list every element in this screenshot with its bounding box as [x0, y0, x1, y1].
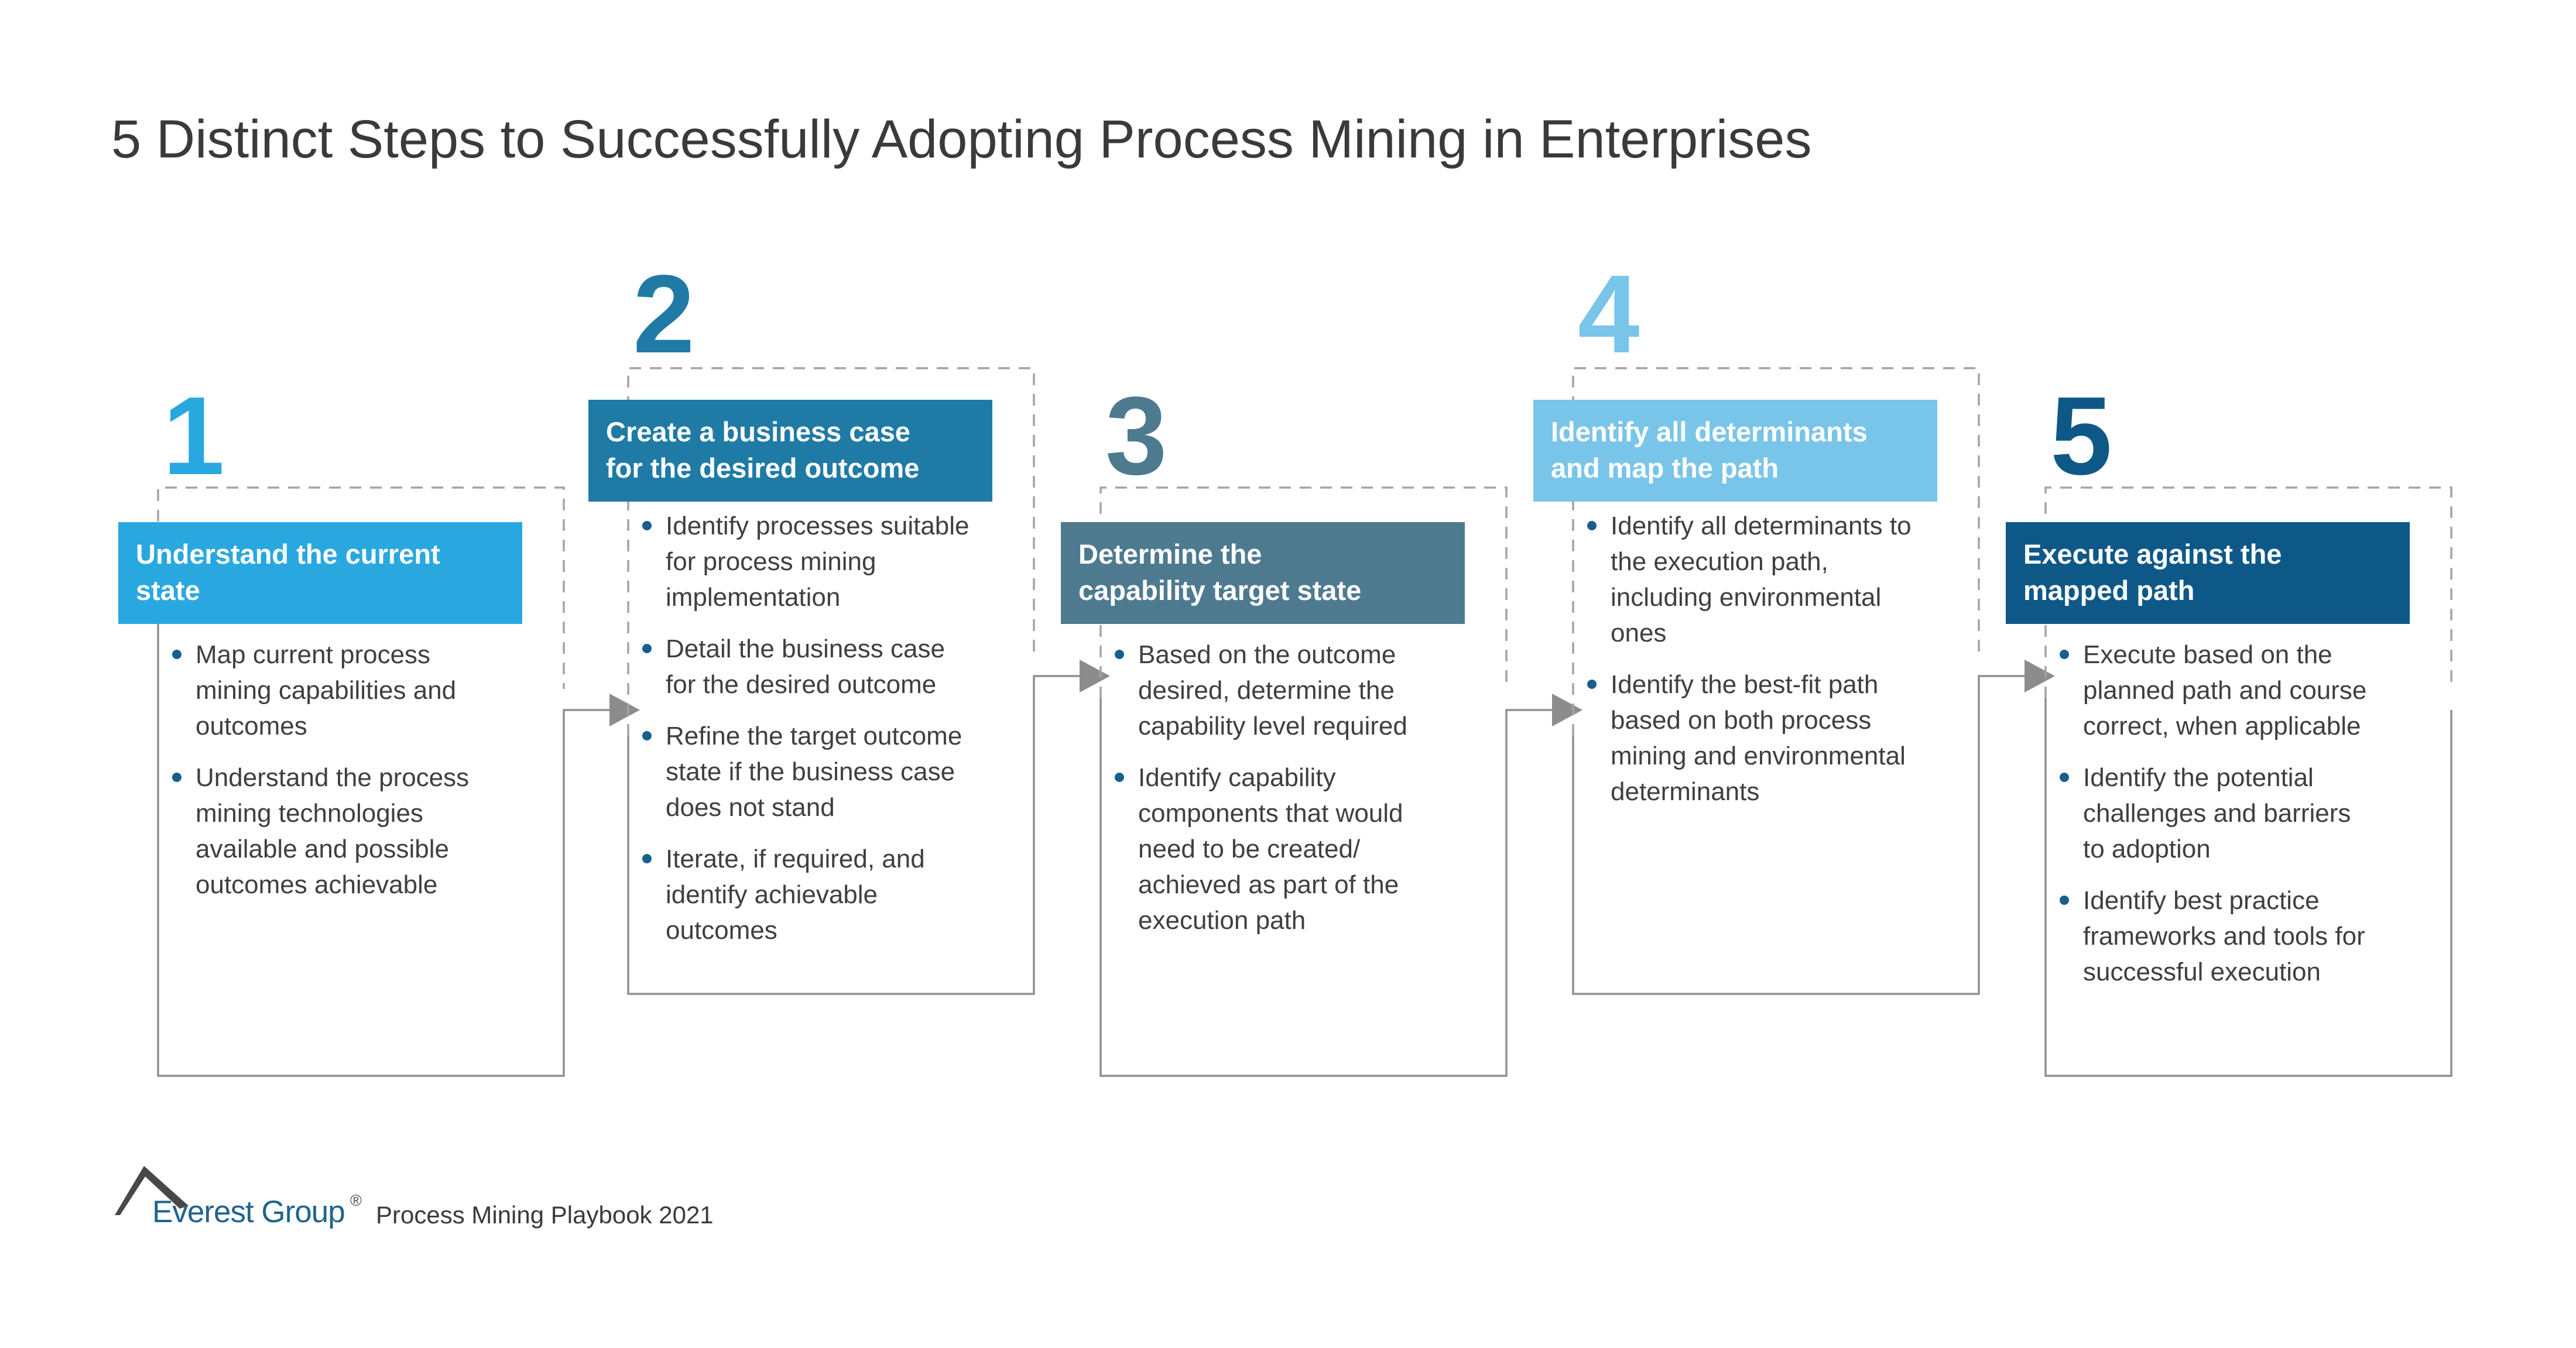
step-3-number: 3 — [1105, 374, 1167, 498]
bullet-text: Detail the business case for the desired… — [666, 634, 945, 699]
step-5-bullet-1: Execute based on the planned path and co… — [2057, 637, 2448, 744]
bullet-dot-icon — [2060, 896, 2069, 905]
bullet-text: Identify the potential challenges and ba… — [2083, 763, 2351, 863]
bullet-text: Identify best practice frameworks and to… — [2083, 886, 2365, 986]
step-2-number: 2 — [633, 252, 695, 376]
step-4-number: 4 — [1578, 252, 1640, 376]
step-1-number: 1 — [163, 374, 225, 498]
bullet-dot-icon — [642, 854, 652, 863]
arrow-4-to-5-icon — [2025, 660, 2055, 692]
step-5-bullets: Execute based on the planned path and co… — [2057, 637, 2448, 1006]
step-1-bullets: Map current process mining capabilities … — [170, 637, 561, 918]
bullet-dot-icon — [642, 644, 652, 653]
bullet-dot-icon — [1115, 773, 1124, 782]
step-3-bullet-2: Identify capability components that woul… — [1112, 760, 1503, 938]
bullet-dot-icon — [642, 731, 652, 740]
bullet-text: Map current process mining capabilities … — [196, 640, 457, 740]
step-3-bullet-1: Based on the outcome desired, determine … — [1112, 637, 1503, 744]
arrow-1-to-2-icon — [609, 694, 640, 726]
bullet-text: Identify the best-fit path based on both… — [1611, 670, 1906, 806]
step-4-flow-line — [1572, 675, 2027, 995]
bullet-dot-icon — [642, 521, 652, 530]
step-5-flow-line — [2044, 698, 2452, 1077]
bullet-dot-icon — [172, 773, 181, 782]
step-5-bullet-2: Identify the potential challenges and ba… — [2057, 760, 2448, 867]
step-5-header: Execute against the mapped path — [2006, 522, 2410, 624]
arrow-2-to-3-icon — [1080, 660, 1110, 692]
step-2-bullet-1: Identify processes suitable for process … — [640, 508, 1031, 615]
bullet-dot-icon — [1115, 650, 1124, 659]
step-3-bullets: Based on the outcome desired, determine … — [1112, 637, 1503, 954]
step-1-bullet-2: Understand the process mining technologi… — [170, 760, 561, 903]
bullet-text: Iterate, if required, and identify achie… — [666, 845, 925, 945]
arrow-3-to-4-icon — [1552, 694, 1582, 726]
bullet-dot-icon — [2060, 773, 2069, 782]
bullet-text: Identify all determinants to the executi… — [1611, 512, 1912, 647]
step-1-header: Understand the current state — [118, 522, 522, 624]
bullet-dot-icon — [2060, 650, 2069, 659]
bullet-dot-icon — [1587, 521, 1597, 530]
bullet-text: Understand the process mining technologi… — [196, 763, 470, 899]
step-3-header: Determine the capability target state — [1061, 522, 1465, 624]
step-2-bullets: Identify processes suitable for process … — [640, 508, 1031, 964]
step-2-bullet-4: Iterate, if required, and identify achie… — [640, 841, 1031, 948]
step-5-bullet-3: Identify best practice frameworks and to… — [2057, 883, 2448, 990]
step-4-bullets: Identify all determinants to the executi… — [1585, 508, 1976, 825]
bullet-text: Refine the target outcome state if the b… — [666, 722, 962, 822]
step-5-number: 5 — [2050, 374, 2112, 498]
bullet-text: Execute based on the planned path and co… — [2083, 640, 2367, 740]
bullet-text: Identify processes suitable for process … — [666, 512, 970, 612]
bullet-text: Based on the outcome desired, determine … — [1138, 640, 1407, 740]
step-3-flow-line — [1099, 698, 1554, 1077]
bullet-dot-icon — [172, 650, 181, 659]
step-2-bullet-3: Refine the target outcome state if the b… — [640, 718, 1031, 825]
bullet-text: Identify capability components that woul… — [1138, 763, 1403, 935]
step-2-flow-line — [627, 675, 1082, 995]
step-4-bullet-2: Identify the best-fit path based on both… — [1585, 667, 1976, 810]
step-4-header: Identify all determinants and map the pa… — [1533, 400, 1937, 502]
page-title: 5 Distinct Steps to Successfully Adoptin… — [111, 109, 1812, 169]
step-2-header: Create a business case for the desired o… — [588, 400, 992, 502]
step-2-bullet-2: Detail the business case for the desired… — [640, 631, 1031, 702]
step-1-bullet-1: Map current process mining capabilities … — [170, 637, 561, 744]
bullet-dot-icon — [1587, 680, 1597, 689]
step-4-bullet-1: Identify all determinants to the executi… — [1585, 508, 1976, 651]
step-1-flow-line — [157, 624, 612, 1077]
